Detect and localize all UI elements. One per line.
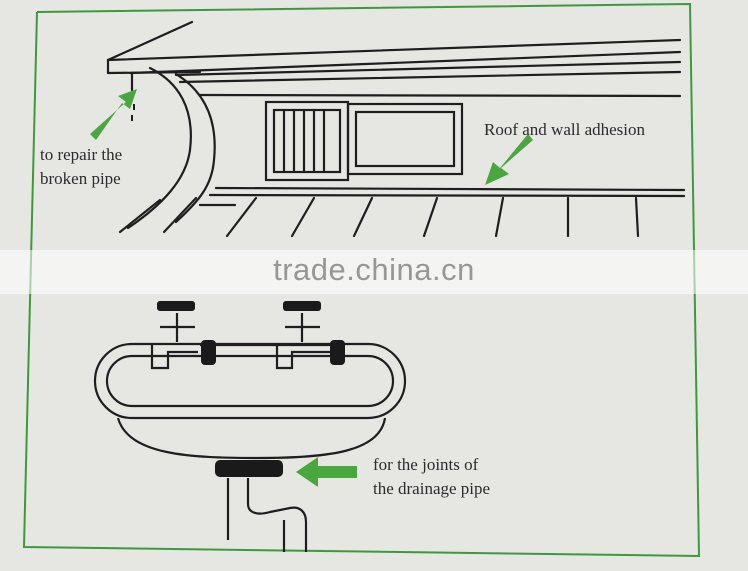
sink-illustration [93, 313, 407, 552]
green-frame [22, 2, 701, 558]
joint-seal [157, 301, 345, 477]
broken-pipe-label: to repair the broken pipe [40, 143, 122, 191]
watermark-text: trade.china.cn [273, 252, 475, 287]
broken-pipe-label-line-1: to repair the [40, 145, 123, 164]
drainage-label-line-2: the drainage pipe [373, 479, 491, 498]
arrow-icon [90, 89, 137, 140]
drainage-joint-label: for the joints of the drainage pipe [373, 453, 490, 501]
roof-illustration [106, 20, 686, 238]
arrow-icon [485, 134, 533, 185]
watermark-band [0, 250, 748, 294]
drainage-label-line-1: for the joints of [373, 455, 479, 474]
broken-pipe-label-line-2: broken pipe [40, 169, 121, 188]
arrow-icon [296, 457, 357, 487]
roof-adhesion-label: Roof and wall adhesion [484, 120, 645, 139]
